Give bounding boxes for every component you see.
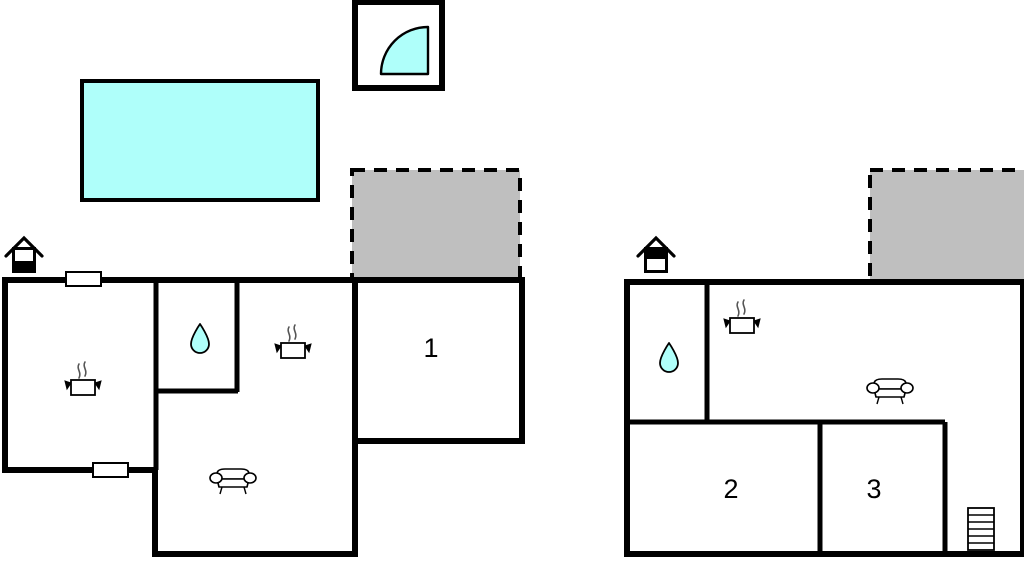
window-icon bbox=[65, 271, 102, 287]
entrance-house-icon bbox=[636, 236, 676, 274]
ground-floor-group: 1 bbox=[2, 0, 525, 557]
window-icon bbox=[92, 462, 129, 478]
pool-icon bbox=[80, 79, 320, 202]
ground-floor-interior-walls bbox=[153, 280, 358, 470]
stairs-icon bbox=[967, 507, 995, 551]
terrace-icon bbox=[350, 168, 522, 282]
ground-floor-outline bbox=[2, 277, 525, 557]
whirlpool-icon bbox=[352, 0, 445, 91]
room-label-3: 3 bbox=[866, 474, 881, 504]
room-label-1: 1 bbox=[423, 333, 438, 363]
room-label-2: 2 bbox=[723, 474, 738, 504]
entrance-house-icon bbox=[4, 236, 44, 274]
terrace-icon bbox=[868, 168, 1024, 284]
first-floor-outline bbox=[624, 279, 1024, 557]
first-floor-group: 2 3 bbox=[624, 168, 1024, 557]
first-floor-interior-walls bbox=[627, 282, 948, 554]
